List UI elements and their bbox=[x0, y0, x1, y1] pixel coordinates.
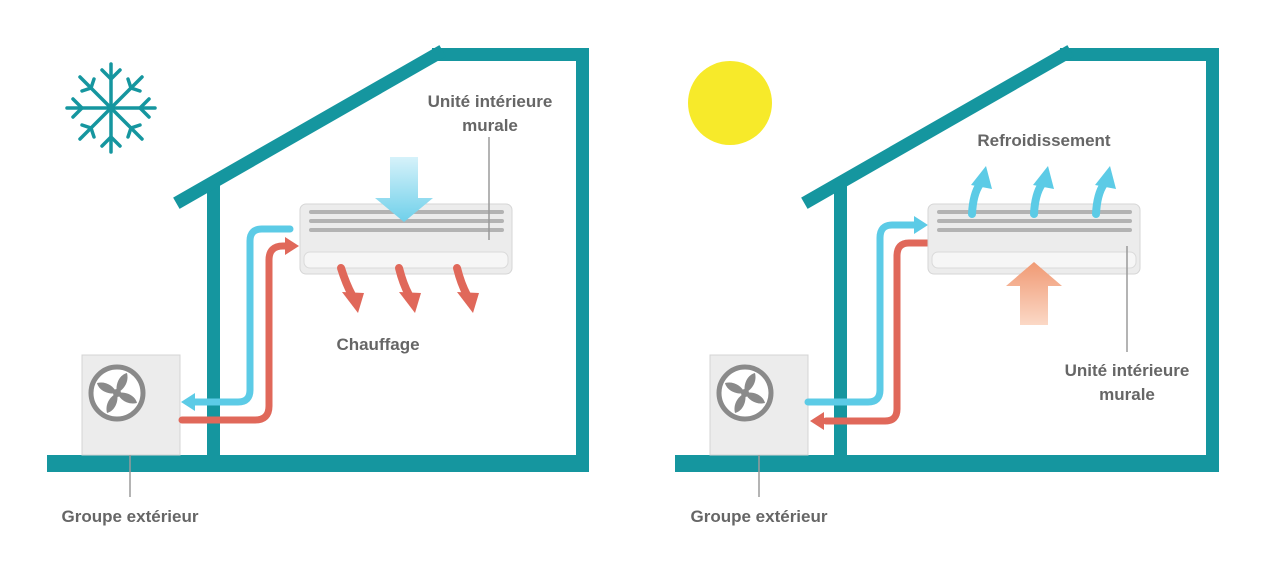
indoor-unit-label-line1: Unité intérieure bbox=[1065, 361, 1190, 380]
hot-flow-arrowhead bbox=[810, 412, 824, 430]
sun-icon bbox=[688, 61, 772, 145]
outdoor-unit-label: Groupe extérieur bbox=[62, 507, 199, 526]
outdoor-unit-label: Groupe extérieur bbox=[691, 507, 828, 526]
hot-flow-arrowhead bbox=[285, 237, 299, 255]
snowflake-icon bbox=[65, 62, 157, 154]
heating-scene: Unité intérieure murale Chauffage Groupe… bbox=[47, 45, 589, 526]
house-outline bbox=[675, 45, 1219, 472]
cooling-scene: Refroidissement Unité intérieure murale … bbox=[675, 45, 1219, 526]
house-outline bbox=[47, 45, 589, 472]
refrigerant-pipes bbox=[178, 225, 294, 424]
indoor-unit-label-line2: murale bbox=[1099, 385, 1155, 404]
indoor-unit-label-line2: murale bbox=[462, 116, 518, 135]
cold-flow-pipe bbox=[191, 225, 294, 406]
refrigerant-pipes bbox=[804, 221, 932, 425]
air-intake-arrow bbox=[1006, 262, 1062, 325]
cooling-mode-label: Refroidissement bbox=[977, 131, 1111, 150]
cold-flow-arrowhead bbox=[181, 393, 195, 411]
air-intake-arrow bbox=[375, 157, 433, 222]
hot-flow-pipe bbox=[822, 239, 932, 425]
outdoor-unit bbox=[81, 354, 181, 456]
cold-flow-arrowhead bbox=[914, 216, 928, 234]
cold-flow-pipe bbox=[804, 221, 919, 406]
outdoor-unit bbox=[709, 354, 809, 456]
indoor-wall-unit bbox=[927, 203, 1141, 275]
fan-icon bbox=[716, 364, 774, 422]
indoor-unit-label-line1: Unité intérieure bbox=[428, 92, 553, 111]
fan-icon bbox=[88, 364, 146, 422]
heating-mode-label: Chauffage bbox=[336, 335, 419, 354]
hot-flow-pipe bbox=[178, 242, 290, 424]
